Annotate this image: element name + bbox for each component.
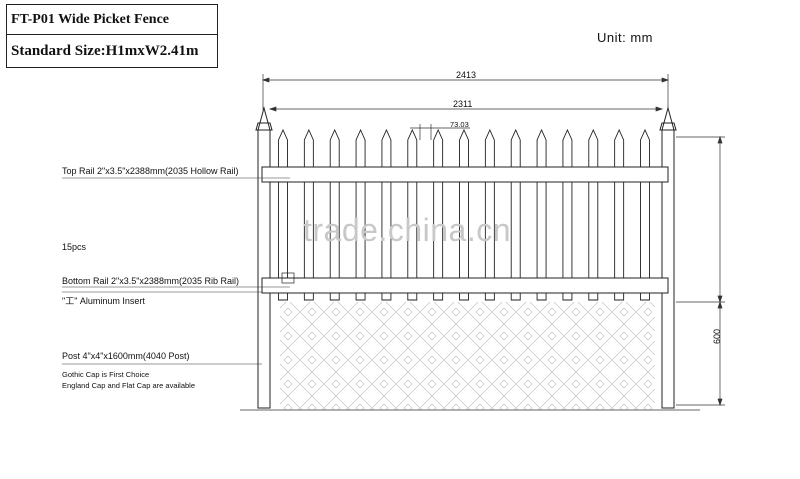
inner-width-dimension [268, 106, 664, 112]
top-rail-label: Top Rail 2"x3.5"x2388mm(2035 Hollow Rail… [62, 166, 239, 176]
picket [510, 128, 521, 301]
picket [588, 128, 599, 301]
top-rail [261, 166, 669, 183]
picket-count-label: 15pcs [62, 242, 87, 252]
watermark: trade.china.cn [303, 212, 512, 248]
below-ground-value: 600 [712, 328, 722, 344]
cap-note-1: Gothic Cap is First Choice [62, 370, 150, 379]
right-post [659, 106, 677, 409]
picket-gap-dimension [410, 124, 470, 140]
standard-size: Standard Size:H1mxW2.41m [11, 43, 199, 59]
cap-note-2: England Cap and Flat Cap are available [62, 381, 196, 390]
post-label: Post 4"x4"x1600mm(4040 Post) [62, 351, 190, 361]
title-block: FT-P01 Wide Picket Fence Standard Size:H… [6, 4, 218, 68]
ground-area [280, 302, 655, 410]
rail-insert-marker [281, 272, 295, 284]
inner-width-value: 2311 [453, 99, 473, 109]
picket-gap-value: 73.03 [450, 120, 469, 129]
picket [614, 128, 625, 301]
picket [640, 128, 650, 301]
picket [562, 128, 573, 301]
overall-width-dimension [261, 74, 670, 110]
bottom-rail-label: Bottom Rail 2"x3.5"x2388mm(2035 Rib Rail… [62, 276, 239, 286]
model-title: FT-P01 Wide Picket Fence [7, 5, 217, 35]
overall-width-value: 2413 [456, 70, 477, 80]
bottom-rail [261, 277, 669, 294]
height-dimension [676, 135, 725, 407]
picket [278, 128, 288, 301]
insert-label: "工" Aluminum Insert [62, 296, 145, 306]
picket [536, 128, 547, 301]
unit-label: Unit: mm [597, 30, 653, 45]
left-post [255, 106, 273, 409]
